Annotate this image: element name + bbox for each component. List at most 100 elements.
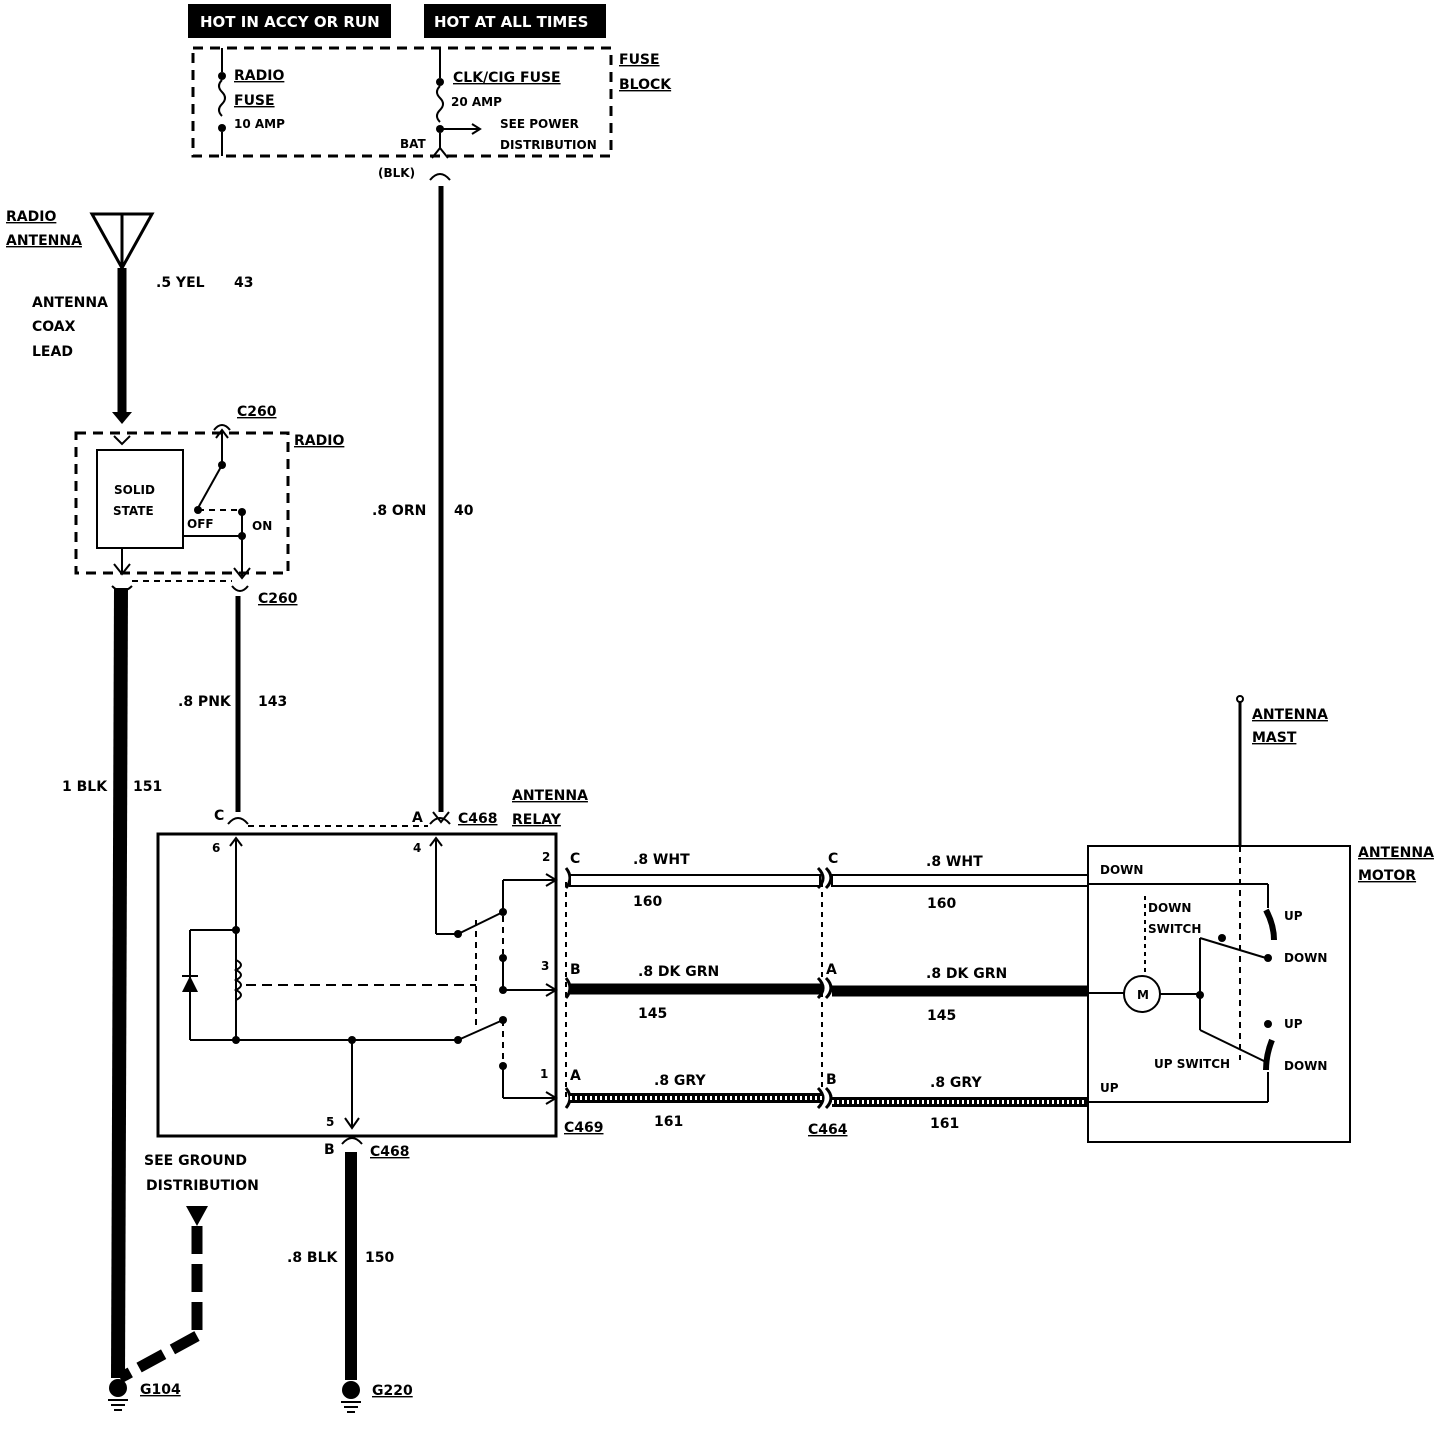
diagram-label: .8 DK GRN xyxy=(638,964,719,980)
diagram-label: 40 xyxy=(454,503,474,519)
diagram-label: LEAD xyxy=(32,344,73,360)
diagram-label: RELAY xyxy=(512,812,562,828)
diagram-label: C469 xyxy=(564,1120,604,1136)
diagram-label: .8 PNK xyxy=(178,694,232,710)
diagram-label: UP xyxy=(1284,1017,1303,1031)
diagram-label: MAST xyxy=(1252,730,1297,746)
diagram-label: .8 BLK xyxy=(287,1250,339,1266)
diagram-label: ANTENNA xyxy=(1252,707,1328,723)
diagram-label: 160 xyxy=(633,894,662,910)
diagram-label: HOT IN ACCY OR RUN xyxy=(200,13,380,31)
diagram-label: .8 GRY xyxy=(930,1075,982,1091)
diagram-label: 2 xyxy=(542,850,550,864)
diagram-label: 143 xyxy=(258,694,287,710)
diagram-label: A xyxy=(570,1068,581,1084)
diagram-label: ON xyxy=(252,519,272,533)
header-hot-accy-run: HOT IN ACCY OR RUN xyxy=(188,4,391,38)
diagram-label: B xyxy=(570,962,581,978)
diagram-label: C xyxy=(570,851,580,867)
diagram-label: UP SWITCH xyxy=(1154,1057,1230,1071)
wire-dkgrn-145: .8 DK GRN 145 .8 DK GRN 145 xyxy=(570,964,1088,1024)
diagram-label: C260 xyxy=(237,404,277,420)
wire-orn-40: .8 ORN 40 xyxy=(372,186,474,824)
diagram-label: OFF xyxy=(187,517,214,531)
diagram-label: BLOCK xyxy=(619,77,672,93)
wire-blk-151: 1 BLK 151 xyxy=(62,587,162,1379)
diagram-label: UP xyxy=(1284,909,1303,923)
diagram-label: ANTENNA xyxy=(512,788,588,804)
diagram-label: DOWN xyxy=(1284,951,1327,965)
diagram-label: M xyxy=(1137,988,1149,1002)
diagram-label: SEE GROUND xyxy=(144,1153,247,1169)
diagram-label: 1 xyxy=(540,1067,548,1081)
diagram-label: SOLID xyxy=(114,483,155,497)
diagram-label: DOWN xyxy=(1100,863,1143,877)
diagram-label: B xyxy=(324,1142,335,1158)
diagram-label: .8 WHT xyxy=(926,854,983,870)
diagram-label: SEE POWER xyxy=(500,117,579,131)
diagram-label: 1 BLK xyxy=(62,779,108,795)
diagram-label: STATE xyxy=(113,504,154,518)
diagram-label: B xyxy=(826,1072,837,1088)
diagram-label: 3 xyxy=(541,959,549,973)
diagram-label: 43 xyxy=(234,275,253,291)
wire-wht-160: .8 WHT 160 .8 WHT 160 xyxy=(569,852,1089,912)
diagram-label: BAT xyxy=(400,137,427,151)
diagram-label: 5 xyxy=(326,1115,334,1129)
diagram-label: 4 xyxy=(413,841,421,855)
diagram-label: C468 xyxy=(370,1144,410,1160)
diagram-label: 6 xyxy=(212,841,220,855)
ground-g104: SEE GROUND DISTRIBUTION G104 xyxy=(108,1153,259,1411)
diagram-label: CLK/CIG FUSE xyxy=(453,70,561,86)
diagram-label: 161 xyxy=(654,1114,683,1130)
diagram-label: COAX xyxy=(32,319,76,335)
diagram-label: MOTOR xyxy=(1358,868,1416,884)
diagram-label: C xyxy=(214,808,224,824)
diagram-label: .8 GRY xyxy=(654,1073,706,1089)
diagram-label: C468 xyxy=(458,811,498,827)
radio-unit: RADIO SOLID STATE OFF ON C260 C260 xyxy=(74,404,344,607)
diagram-label: G220 xyxy=(372,1383,413,1399)
diagram-label: 151 xyxy=(133,779,162,795)
diagram-label: 20 AMP xyxy=(451,95,502,109)
diagram-label: .8 ORN xyxy=(372,503,426,519)
wire-pnk-143: .8 PNK 143 xyxy=(178,596,287,812)
diagram-label: C260 xyxy=(258,591,298,607)
diagram-label: 10 AMP xyxy=(234,117,285,131)
fuse-block: FUSE BLOCK RADIO FUSE 10 AMP CLK/CIG FUS… xyxy=(191,46,672,181)
diagram-label: ANTENNA xyxy=(6,233,82,249)
diagram-label: C xyxy=(828,851,838,867)
diagram-label: RADIO xyxy=(6,209,56,225)
radio-antenna: RADIO ANTENNA ANTENNA COAX LEAD .5 YEL 4… xyxy=(6,209,253,424)
diagram-label: UP xyxy=(1100,1081,1119,1095)
ground-g220: G220 xyxy=(341,1381,413,1413)
header-hot-all-times: HOT AT ALL TIMES xyxy=(424,4,606,38)
diagram-label: SWITCH xyxy=(1148,922,1201,936)
diagram-label: FUSE xyxy=(619,52,660,68)
diagram-label: 145 xyxy=(927,1008,956,1024)
diagram-label: .8 WHT xyxy=(633,852,690,868)
diagram-label: DISTRIBUTION xyxy=(146,1178,259,1194)
diagram-label: DISTRIBUTION xyxy=(500,138,597,152)
diagram-label: 150 xyxy=(365,1250,394,1266)
diagram-label: RADIO xyxy=(294,433,344,449)
antenna-relay: ANTENNA RELAY C A C468 6 4 5 xyxy=(156,788,588,1160)
diagram-label: C464 xyxy=(808,1122,848,1138)
diagram-label: G104 xyxy=(140,1382,181,1398)
diagram-label: RADIO xyxy=(234,68,284,84)
diagram-label: ANTENNA xyxy=(32,295,108,311)
wire-blk-150: .8 BLK 150 xyxy=(287,1152,394,1380)
diagram-label: DOWN xyxy=(1148,901,1191,915)
diagram-label: 160 xyxy=(927,896,956,912)
diagram-label: .5 YEL xyxy=(156,275,205,291)
diagram-label: DOWN xyxy=(1284,1059,1327,1073)
antenna-motor: ANTENNA MOTOR ANTENNA MAST M DOWN UP DOW… xyxy=(1087,695,1434,1143)
diagram-label: HOT AT ALL TIMES xyxy=(434,13,588,31)
diagram-label: ANTENNA xyxy=(1358,845,1434,861)
diagram-label: 161 xyxy=(930,1116,959,1132)
diagram-label: (BLK) xyxy=(378,166,415,180)
diagram-label: A xyxy=(412,810,423,826)
diagram-label: 145 xyxy=(638,1006,667,1022)
